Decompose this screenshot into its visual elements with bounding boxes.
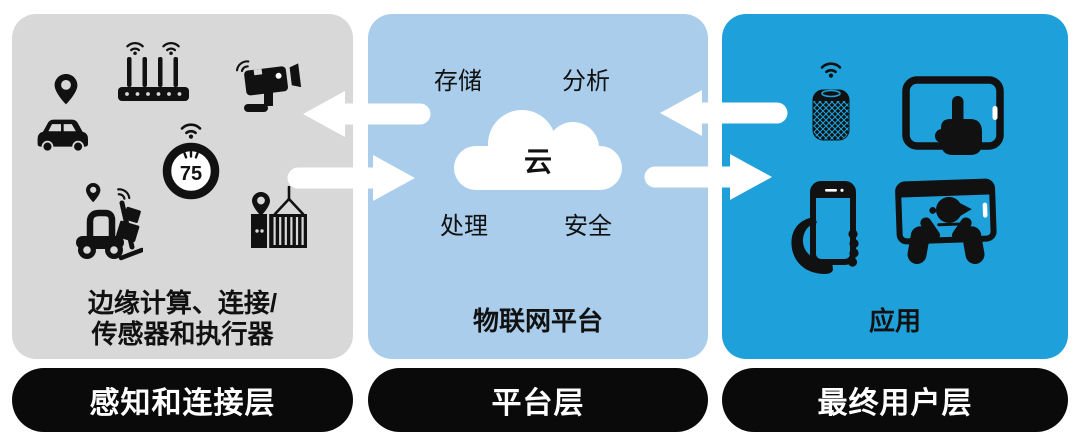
panel-platform-layer: 存储 分析 处理 安全 云 物联网平台 xyxy=(368,14,708,359)
speedometer-icon: 75 xyxy=(162,123,220,200)
layer-pill-platform: 平台层 xyxy=(368,368,708,432)
wifi-router-icon xyxy=(118,42,189,101)
location-pin-car-icon xyxy=(37,74,88,153)
apps-panel-caption: 应用 xyxy=(868,306,921,336)
edge-caption-line2: 传感器和执行器 xyxy=(91,319,274,349)
cloud-label: 云 xyxy=(523,146,552,177)
layer-pill-perception: 感知和连接层 xyxy=(12,368,353,432)
panel-apps-layer: 应用 xyxy=(722,14,1068,359)
panel-edge-layer: 75 xyxy=(12,14,353,359)
gaming-tablet-icon xyxy=(895,178,997,264)
speedometer-value: 75 xyxy=(180,163,202,185)
edge-panel-caption: 边缘计算、连接/ 传感器和执行器 xyxy=(12,288,353,350)
platform-label-processing: 处理 xyxy=(440,213,488,240)
layer-pill-enduser-label: 最终用户层 xyxy=(817,387,973,420)
platform-panel-caption: 物联网平台 xyxy=(472,306,603,336)
edge-caption-line1: 边缘计算、连接/ xyxy=(87,288,278,318)
cloud-icon: 云 xyxy=(454,104,622,190)
layer-pill-platform-label: 平台层 xyxy=(491,387,585,420)
platform-label-analytics: 分析 xyxy=(562,68,610,95)
hand-holding-phone-icon xyxy=(791,181,859,274)
tablet-touch-icon xyxy=(902,76,1004,155)
layer-pill-enduser: 最终用户层 xyxy=(722,368,1068,432)
cargo-container-icon xyxy=(251,186,307,248)
smart-speaker-icon xyxy=(812,62,850,141)
cctv-camera-icon xyxy=(235,60,302,112)
layer-pill-perception-label: 感知和连接层 xyxy=(89,387,276,420)
platform-label-storage: 存储 xyxy=(434,68,482,95)
platform-label-security: 安全 xyxy=(564,213,612,240)
forklift-icon xyxy=(76,183,143,261)
